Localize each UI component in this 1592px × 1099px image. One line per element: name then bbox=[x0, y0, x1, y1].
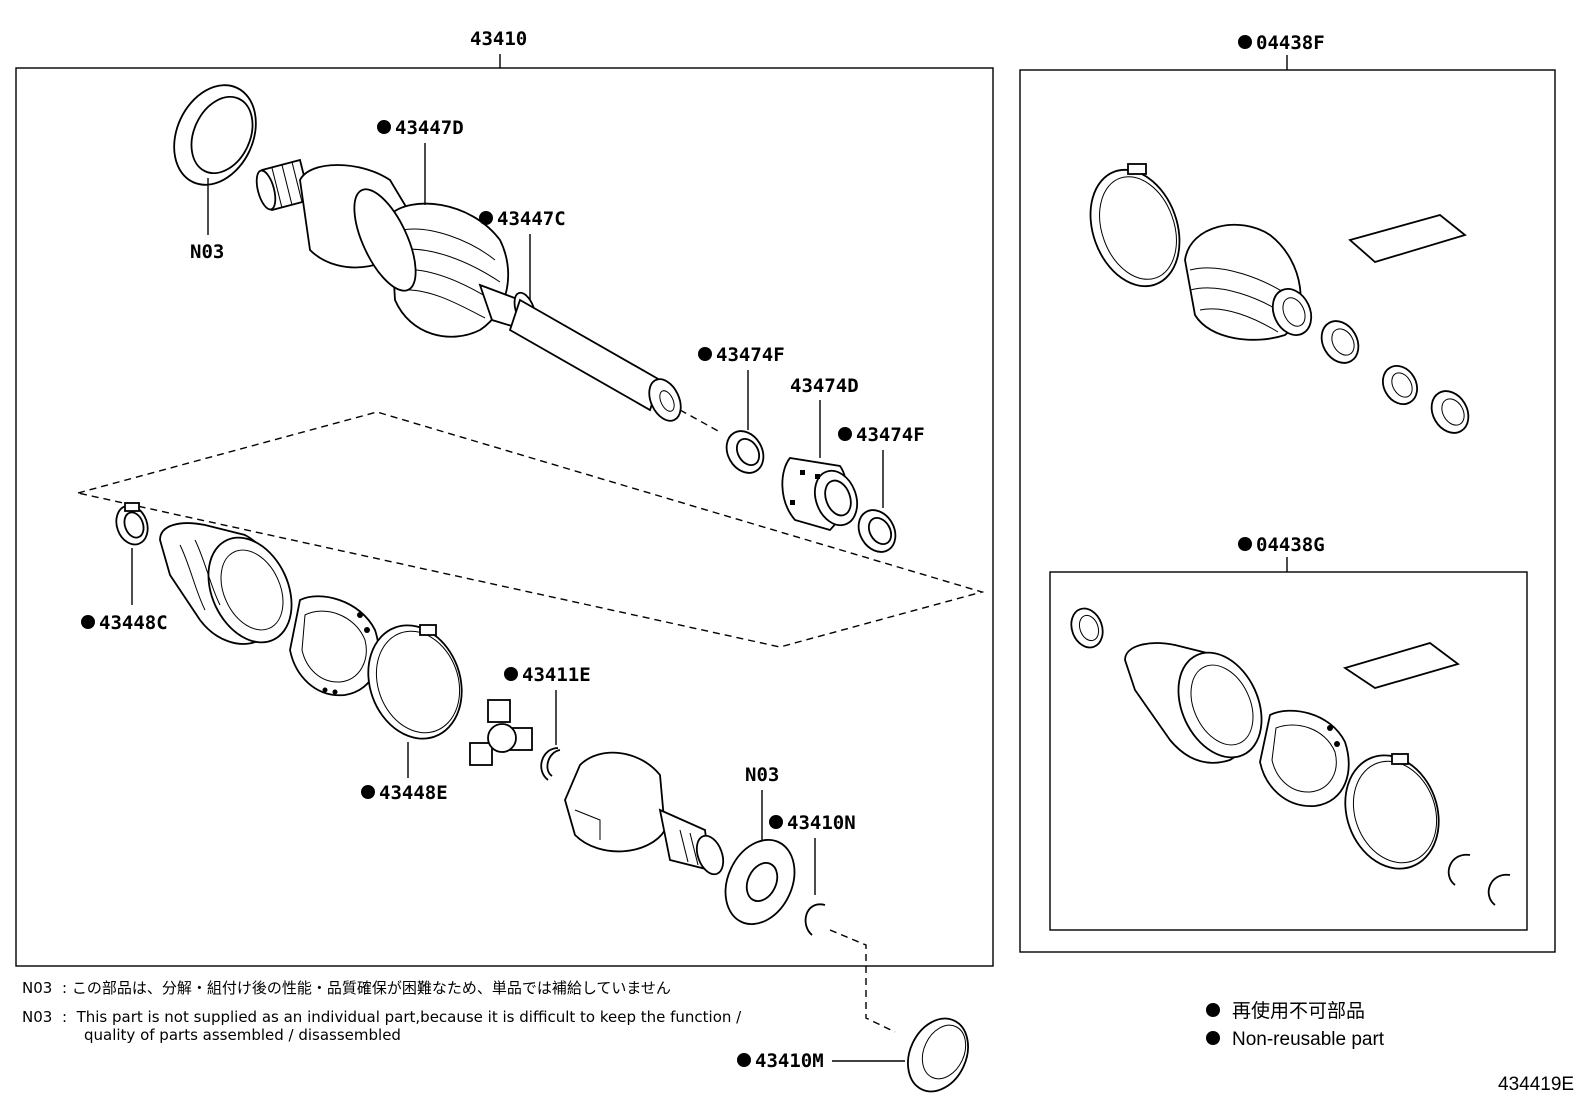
non-reusable-dot bbox=[737, 1053, 751, 1067]
label-43474D[interactable]: 43474D bbox=[790, 375, 859, 397]
label-43410N[interactable]: 43410N bbox=[787, 812, 856, 834]
label-04438F[interactable]: 04438F bbox=[1256, 32, 1325, 54]
note-1-code: N03 bbox=[22, 979, 52, 997]
note-2-code: N03 bbox=[22, 1008, 52, 1026]
boot-clamp-small bbox=[857, 509, 897, 553]
label-43447D[interactable]: 43447D bbox=[395, 117, 464, 139]
non-reusable-dot bbox=[504, 667, 518, 681]
note-2-line2: quality of parts assembled / disassemble… bbox=[84, 1026, 401, 1044]
label-N03-a[interactable]: N03 bbox=[190, 241, 224, 263]
dust-seal-washer bbox=[724, 838, 796, 926]
label-43448C[interactable]: 43448C bbox=[99, 612, 168, 634]
non-reusable-dot bbox=[361, 785, 375, 799]
note-2-line1: : This part is not supplied as an indivi… bbox=[62, 1008, 742, 1026]
label-43447C[interactable]: 43447C bbox=[497, 208, 566, 230]
non-reusable-dot bbox=[769, 815, 783, 829]
frame-04438G bbox=[1049, 571, 1528, 931]
label-43410M[interactable]: 43410M bbox=[755, 1050, 824, 1072]
kit-04438F-parts bbox=[1089, 163, 1470, 434]
frame-43410 bbox=[15, 67, 994, 967]
inner-joint-seal-ring bbox=[289, 595, 380, 697]
snap-ring bbox=[540, 747, 561, 781]
drive-shaft-assembly bbox=[255, 158, 682, 422]
label-43410[interactable]: 43410 bbox=[470, 28, 527, 50]
non-reusable-dot bbox=[81, 615, 95, 629]
inner-boot bbox=[159, 522, 293, 645]
kit-outline-dashed bbox=[77, 411, 985, 648]
legend-dot bbox=[1206, 1003, 1220, 1017]
kit-04438G-parts bbox=[1070, 607, 1511, 906]
dust-deflector bbox=[907, 1017, 969, 1093]
non-reusable-dot bbox=[377, 120, 391, 134]
tripod-joint bbox=[469, 699, 533, 766]
boot-clamp-inner bbox=[115, 502, 149, 546]
legend-dot bbox=[1206, 1031, 1220, 1045]
label-N03-b[interactable]: N03 bbox=[745, 764, 779, 786]
label-43411E[interactable]: 43411E bbox=[522, 664, 591, 686]
label-43448E[interactable]: 43448E bbox=[379, 782, 448, 804]
non-reusable-dot bbox=[838, 427, 852, 441]
non-reusable-dot bbox=[1238, 537, 1252, 551]
boot-clamp-large bbox=[367, 624, 463, 740]
snap-ring bbox=[804, 903, 826, 936]
dust-seal-ring bbox=[173, 84, 257, 186]
non-reusable-dot bbox=[698, 347, 712, 361]
dynamic-damper bbox=[781, 457, 858, 532]
non-reusable-dot bbox=[479, 211, 493, 225]
label-04438G[interactable]: 04438G bbox=[1256, 534, 1325, 556]
non-reusable-dot bbox=[1238, 35, 1252, 49]
legend-en: Non-reusable part bbox=[1232, 1029, 1385, 1050]
boot-clamp-small bbox=[725, 430, 765, 474]
inner-joint-housing bbox=[564, 751, 725, 876]
diagram-id: 434419E bbox=[1498, 1074, 1574, 1095]
label-43474F-a[interactable]: 43474F bbox=[716, 344, 785, 366]
note-1-text: : この部品は、分解・組付け後の性能・品質確保が困難なため、単品では補給していま… bbox=[62, 979, 671, 997]
label-43474F-b[interactable]: 43474F bbox=[856, 424, 925, 446]
legend-jp: 再使用不可部品 bbox=[1232, 1000, 1365, 1022]
